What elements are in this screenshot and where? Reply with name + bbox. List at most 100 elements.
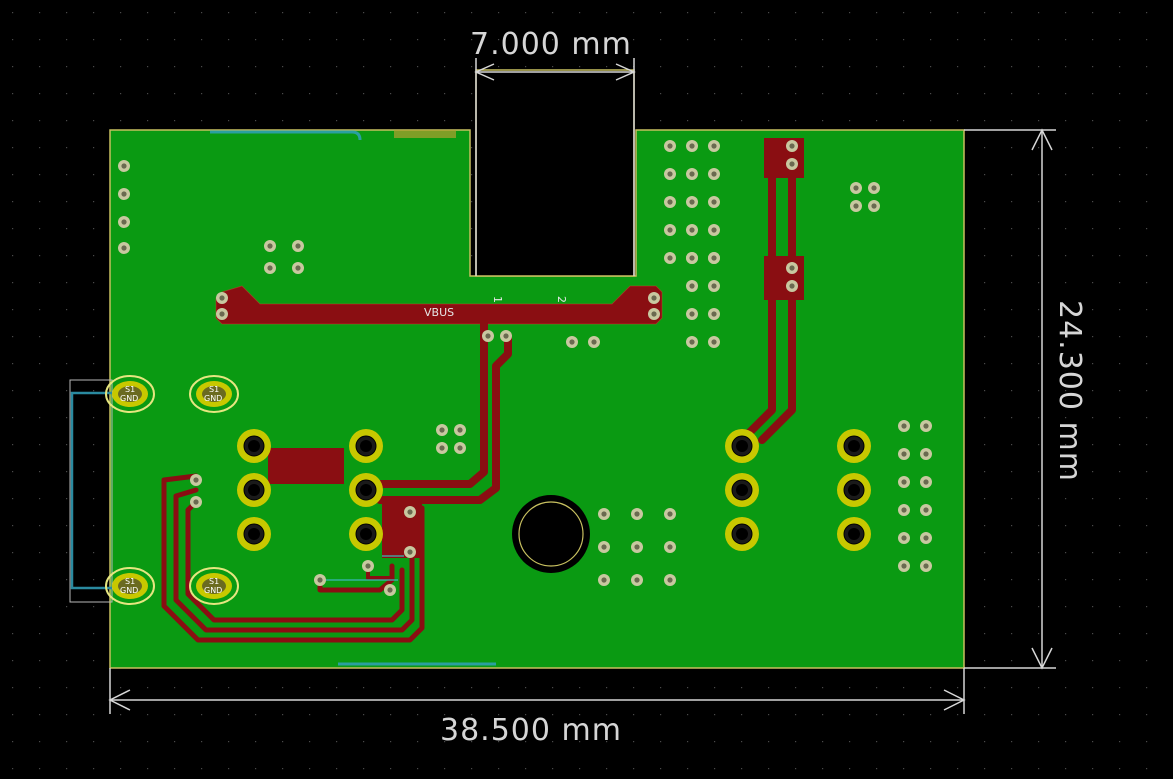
via[interactable] (920, 476, 932, 488)
through-hole-pad[interactable] (837, 517, 871, 551)
via[interactable] (648, 308, 660, 320)
via[interactable] (920, 420, 932, 432)
via[interactable] (708, 140, 720, 152)
via[interactable] (598, 508, 610, 520)
via[interactable] (362, 560, 374, 572)
through-hole-pad[interactable] (837, 429, 871, 463)
via[interactable] (664, 541, 676, 553)
via[interactable] (264, 262, 276, 274)
dimension-height[interactable] (964, 128, 1056, 670)
via[interactable] (118, 242, 130, 254)
via[interactable] (631, 541, 643, 553)
via[interactable] (566, 336, 578, 348)
via[interactable] (708, 224, 720, 236)
via[interactable] (686, 168, 698, 180)
via[interactable] (664, 508, 676, 520)
via[interactable] (898, 532, 910, 544)
via[interactable] (588, 336, 600, 348)
via[interactable] (708, 196, 720, 208)
via[interactable] (708, 280, 720, 292)
via[interactable] (850, 200, 862, 212)
via[interactable] (686, 140, 698, 152)
via[interactable] (292, 262, 304, 274)
via[interactable] (648, 292, 660, 304)
via[interactable] (454, 424, 466, 436)
via[interactable] (216, 308, 228, 320)
through-hole-pad[interactable] (349, 473, 383, 507)
via[interactable] (686, 252, 698, 264)
via[interactable] (786, 158, 798, 170)
via[interactable] (898, 560, 910, 572)
via[interactable] (404, 506, 416, 518)
via[interactable] (190, 474, 202, 486)
via[interactable] (686, 336, 698, 348)
via[interactable] (436, 442, 448, 454)
via[interactable] (664, 252, 676, 264)
dimension-width[interactable] (108, 668, 966, 714)
via[interactable] (664, 574, 676, 586)
via[interactable] (898, 448, 910, 460)
through-hole-pad[interactable] (237, 517, 271, 551)
via[interactable] (482, 330, 494, 342)
via[interactable] (264, 240, 276, 252)
via[interactable] (118, 216, 130, 228)
via[interactable] (708, 168, 720, 180)
via[interactable] (898, 476, 910, 488)
via[interactable] (500, 330, 512, 342)
via[interactable] (708, 308, 720, 320)
through-hole-pad-group[interactable] (237, 429, 871, 551)
via[interactable] (786, 280, 798, 292)
via[interactable] (868, 200, 880, 212)
via[interactable] (898, 504, 910, 516)
through-hole-pad[interactable] (725, 517, 759, 551)
through-hole-pad[interactable] (837, 473, 871, 507)
via[interactable] (631, 574, 643, 586)
via[interactable] (664, 224, 676, 236)
via[interactable] (216, 292, 228, 304)
via[interactable] (664, 168, 676, 180)
via[interactable] (631, 508, 643, 520)
mounting-hole[interactable] (512, 495, 590, 573)
via[interactable] (708, 336, 720, 348)
via[interactable] (664, 140, 676, 152)
via[interactable] (598, 574, 610, 586)
via[interactable] (292, 240, 304, 252)
via-group[interactable] (118, 140, 932, 596)
via[interactable] (686, 196, 698, 208)
via[interactable] (598, 541, 610, 553)
through-hole-pad[interactable] (349, 429, 383, 463)
via[interactable] (118, 160, 130, 172)
via[interactable] (686, 308, 698, 320)
via[interactable] (868, 182, 880, 194)
via[interactable] (664, 196, 676, 208)
copper-traces[interactable] (161, 138, 804, 643)
via[interactable] (708, 252, 720, 264)
through-hole-pad[interactable] (725, 429, 759, 463)
via[interactable] (920, 532, 932, 544)
through-hole-pad[interactable] (725, 473, 759, 507)
through-hole-pad[interactable] (237, 429, 271, 463)
via[interactable] (190, 496, 202, 508)
via[interactable] (920, 504, 932, 516)
dimension-cutout[interactable] (474, 58, 636, 276)
via[interactable] (898, 420, 910, 432)
via[interactable] (786, 262, 798, 274)
via[interactable] (314, 574, 326, 586)
via[interactable] (850, 182, 862, 194)
via[interactable] (404, 546, 416, 558)
via[interactable] (786, 140, 798, 152)
via[interactable] (118, 188, 130, 200)
via[interactable] (686, 280, 698, 292)
through-hole-pad[interactable] (237, 473, 271, 507)
via[interactable] (686, 224, 698, 236)
via[interactable] (454, 442, 466, 454)
via[interactable] (384, 584, 396, 596)
via[interactable] (920, 560, 932, 572)
via[interactable] (920, 448, 932, 460)
